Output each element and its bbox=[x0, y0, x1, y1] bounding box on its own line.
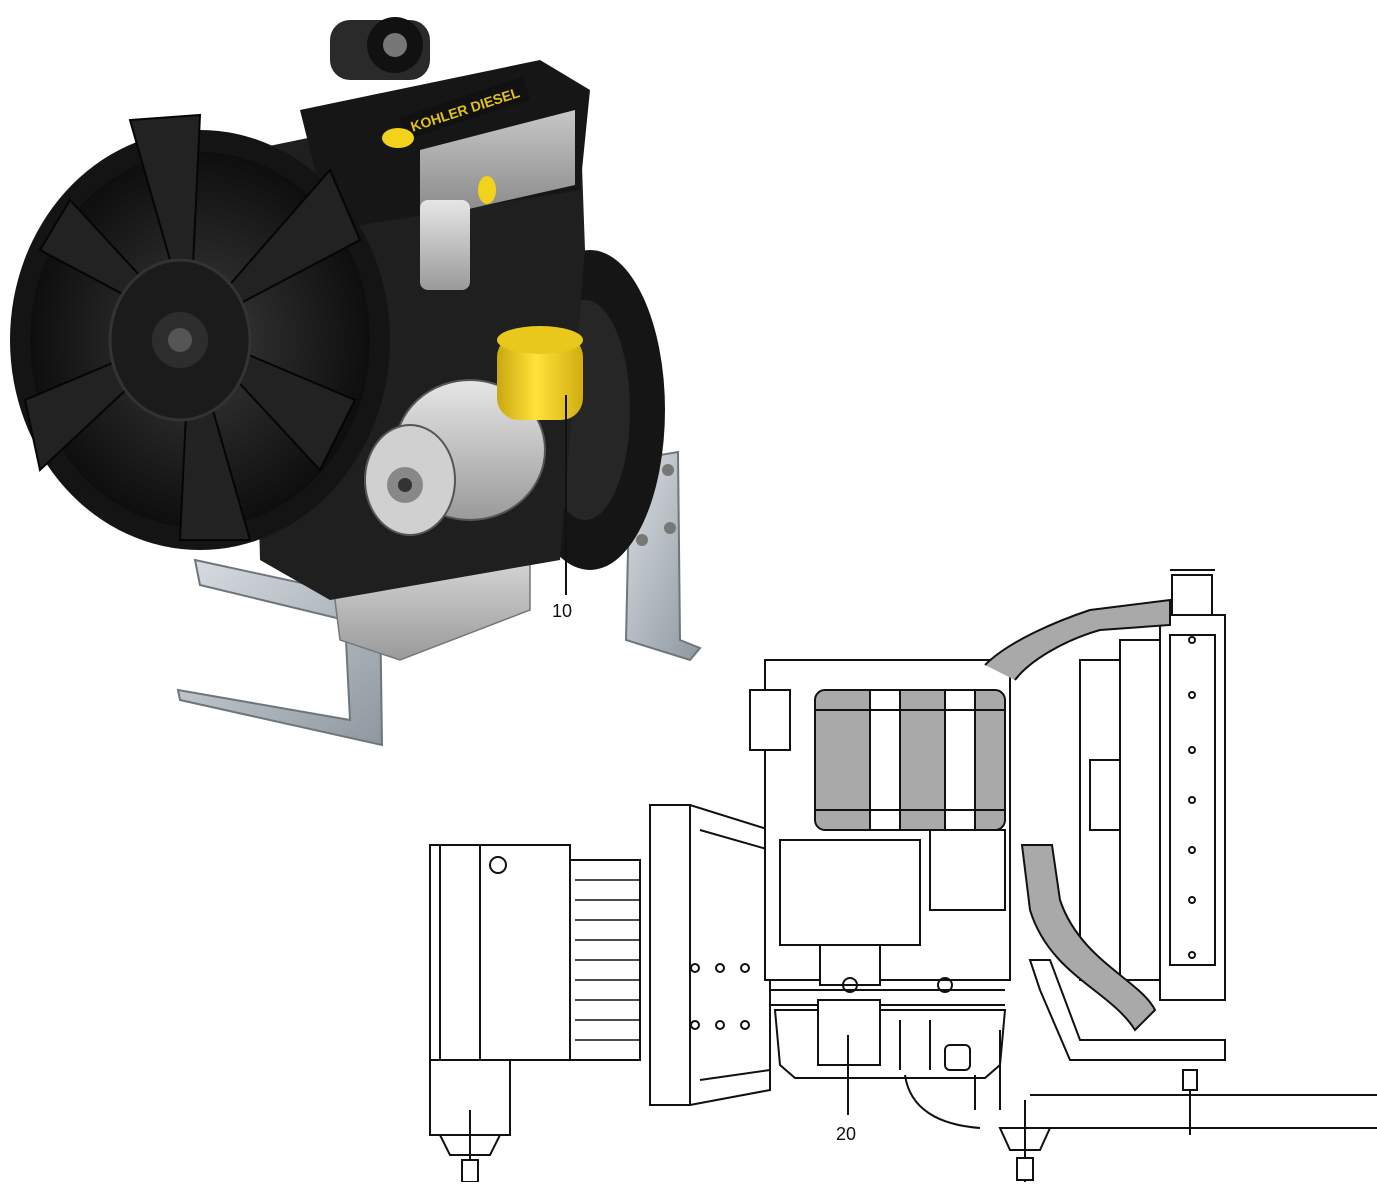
generator-end bbox=[429, 804, 771, 1183]
callout-label-oil-sump: 20 bbox=[836, 1124, 856, 1144]
cooling-fan bbox=[10, 113, 390, 550]
oil-sump-drawing bbox=[773, 999, 1007, 1079]
thermostat-housing bbox=[420, 200, 470, 290]
upper-hose bbox=[984, 598, 1171, 681]
rocker-cover-drawing bbox=[814, 689, 1006, 831]
genset-line-drawing bbox=[429, 569, 1377, 1183]
engine-photo: KOHLER DIESEL bbox=[10, 17, 702, 747]
base-frame bbox=[904, 1069, 1377, 1182]
oil-filter-photo bbox=[497, 326, 583, 420]
lower-hose bbox=[1020, 844, 1157, 1032]
radiator-drawing bbox=[1079, 569, 1226, 1001]
dipstick-handle bbox=[478, 176, 496, 204]
callout-label-oil-filter: 10 bbox=[552, 601, 572, 621]
oil-filler-cap bbox=[382, 128, 414, 148]
exhaust-pipe bbox=[1028, 959, 1226, 1061]
